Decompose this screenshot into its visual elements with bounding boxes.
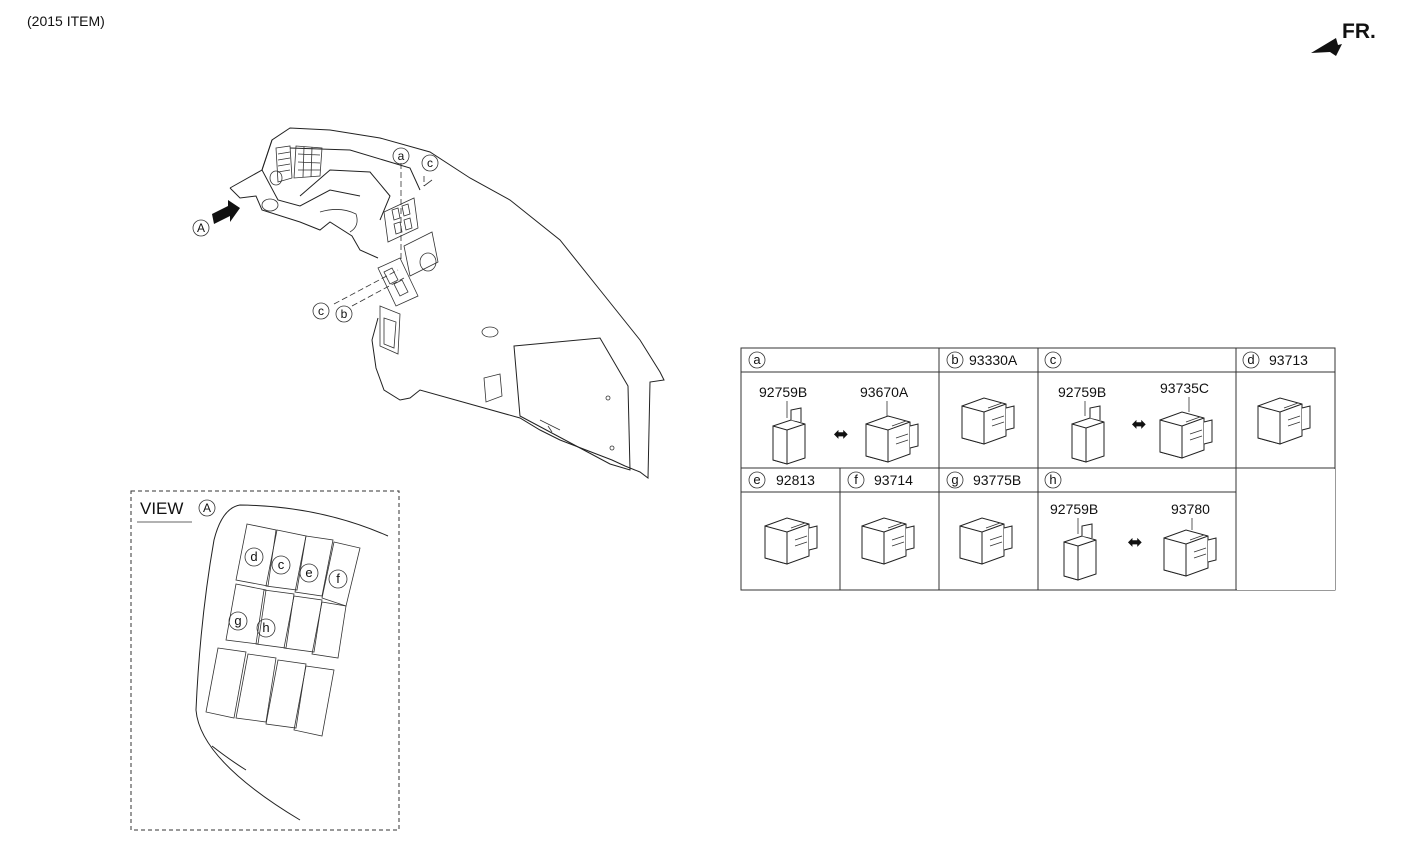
switch-icon <box>1257 397 1311 445</box>
part-number: 93780 <box>1171 501 1210 517</box>
blank-cover-icon <box>772 407 806 465</box>
view-callout-d: d <box>250 549 257 564</box>
parts-table: a 92759B 93670A ⬌ b 93330A c 92759B 9373… <box>740 347 1336 591</box>
part-number: 93714 <box>874 472 913 488</box>
part-number: 92813 <box>776 472 815 488</box>
switch-icon <box>1163 529 1217 577</box>
cell-d: d 93713 <box>1242 351 1311 445</box>
cell-letter-f: f <box>854 472 858 487</box>
part-number: 93670A <box>860 384 909 400</box>
blank-cover-icon <box>1071 405 1105 463</box>
item-year-label: (2015 ITEM) <box>27 13 105 29</box>
view-callout-f: f <box>336 571 340 586</box>
callout-view-a: A <box>197 221 205 235</box>
switch-icon <box>861 517 915 565</box>
switch-icon <box>865 415 919 463</box>
part-number: 93713 <box>1269 352 1308 368</box>
view-arrow-icon <box>212 200 240 224</box>
view-callout-g: g <box>234 613 241 628</box>
cell-b: b 93330A <box>946 351 1018 445</box>
switch-icon <box>961 397 1015 445</box>
interchange-arrow-icon: ⬌ <box>1131 414 1146 434</box>
view-callout-e: e <box>305 565 312 580</box>
part-number: 93330A <box>969 352 1018 368</box>
interchange-arrow-icon: ⬌ <box>833 424 848 444</box>
switch-icon <box>959 517 1013 565</box>
view-ref: A <box>203 501 211 515</box>
cell-letter-b: b <box>951 352 958 367</box>
callout-c-lower: c <box>318 304 324 318</box>
view-callout-h: h <box>262 620 269 635</box>
part-number: 92759B <box>1050 501 1098 517</box>
cell-letter-e: e <box>753 472 760 487</box>
cell-letter-g: g <box>951 472 958 487</box>
view-a-panel: VIEW A d c e f g h <box>130 490 400 831</box>
cell-e: e 92813 <box>748 471 818 565</box>
cell-h: h 92759B 93780 ⬌ <box>1044 471 1217 581</box>
cell-letter-c: c <box>1050 352 1057 367</box>
callout-b: b <box>341 307 348 321</box>
dashboard-illustration <box>229 127 665 479</box>
callout-a: a <box>398 149 405 163</box>
cell-letter-a: a <box>753 352 761 367</box>
cell-g: g 93775B <box>946 471 1021 565</box>
part-number: 93735C <box>1160 380 1209 396</box>
cell-letter-d: d <box>1247 352 1254 367</box>
front-direction-label: FR. <box>1342 20 1376 43</box>
blank-cover-icon <box>1063 523 1097 581</box>
switch-icon <box>1159 411 1213 459</box>
cell-a: a 92759B 93670A ⬌ <box>748 351 919 465</box>
interchange-arrow-icon: ⬌ <box>1127 532 1142 552</box>
front-arrow-icon <box>1311 38 1342 56</box>
view-label: VIEW <box>140 499 183 518</box>
part-number: 92759B <box>759 384 807 400</box>
cell-c: c 92759B 93735C ⬌ <box>1044 351 1213 463</box>
cell-f: f 93714 <box>847 471 915 565</box>
part-number: 93775B <box>973 472 1021 488</box>
cell-letter-h: h <box>1049 472 1056 487</box>
callout-c: c <box>427 156 433 170</box>
part-number: 92759B <box>1058 384 1106 400</box>
view-callout-c: c <box>278 557 285 572</box>
switch-icon <box>764 517 818 565</box>
